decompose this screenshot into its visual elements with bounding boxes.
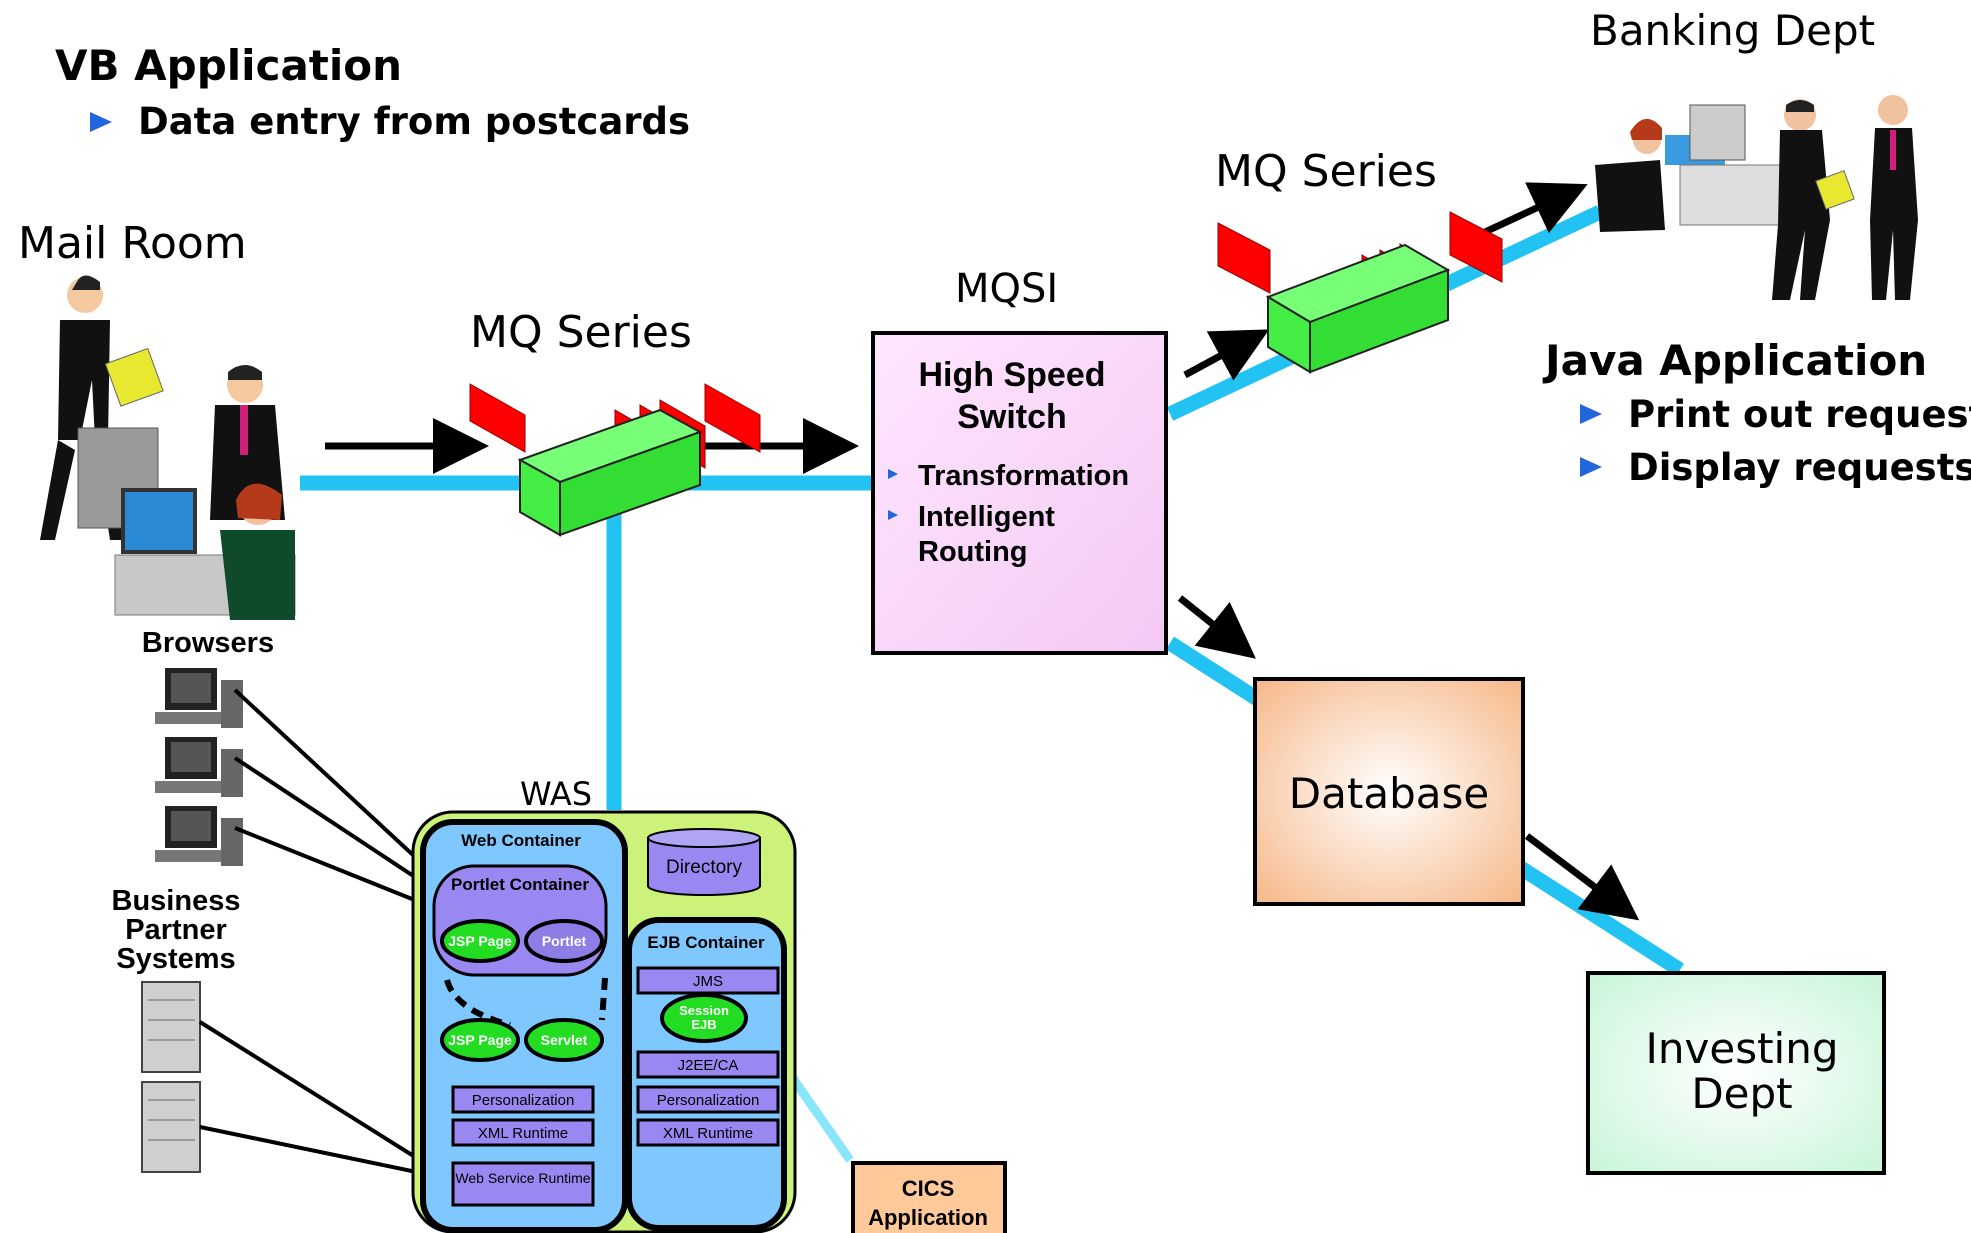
mqsi-item-routing: Routing [918,536,1028,568]
directory-label: Directory [666,857,743,878]
jsp-page-node-2 [440,1018,520,1062]
ejb-xml-runtime-label: XML Runtime [663,1125,753,1142]
mqsi-box [871,331,1168,655]
jsp-page-node [440,919,520,963]
bps-line1: Business [112,885,241,917]
servlet-label: Servlet [541,1032,588,1048]
web-personalization-box [451,1085,595,1114]
portlet-node [524,919,604,963]
bps-line2: Partner [125,914,227,946]
bullet-icon [888,469,898,479]
server-icons [141,981,201,1173]
web-service-runtime-label: Web Service Runtime [455,1170,590,1186]
java-bullet-print: Print out requests [1628,393,1971,436]
investing-dept-line1: Investing [1646,1024,1839,1073]
cics-line2: Application [868,1205,988,1230]
mail-room-people-image [40,275,296,620]
was-label: WAS [520,775,592,813]
jms-box [636,966,780,995]
vb-app-title: VB Application [55,41,402,90]
vb-app-bullet: Data entry from postcards [138,100,690,143]
banking-dept-people-image [1595,95,1918,300]
cics-box [851,1161,1007,1233]
bullet-icon [1580,457,1602,477]
jsp-page-label: JSP Page [448,933,512,949]
computer-icon [155,737,243,797]
investing-dept-box [1586,971,1886,1175]
j2eeca-box [636,1050,780,1079]
investing-dept-line2: Dept [1691,1069,1792,1118]
j2eeca-label: J2EE/CA [678,1057,739,1074]
computer-icon [155,668,243,728]
servlet-node [524,1018,604,1062]
arrow-mq-banking [1483,182,1588,236]
java-bullet-display: Display requests [1628,446,1971,489]
server-icon [141,981,201,1073]
jms-label: JMS [693,973,723,990]
portlet-container-label: Portlet Container [451,875,589,894]
computer-icon [155,806,243,866]
web-xml-runtime-box [451,1118,595,1147]
session-ejb-node [660,993,748,1043]
ejb-personalization-label: Personalization [657,1092,760,1109]
web-xml-runtime-label: XML Runtime [478,1125,568,1142]
arrow-mqsi-database [1177,595,1256,659]
mq-right-label: MQ Series [1215,146,1437,197]
mqsi-title-line2: Switch [957,398,1067,436]
mail-room-label: Mail Room [18,218,247,269]
mqsi-item-intelligent: Intelligent [918,501,1055,533]
server-icon [141,1081,201,1173]
java-app-title: Java Application [1542,336,1927,385]
arrow-mqsi-mq [1183,329,1270,381]
cics-line1: CICS [902,1176,955,1201]
bullet-icon [888,510,898,520]
mqsi-label: MQSI [955,266,1058,312]
bullet-icon [1580,404,1602,424]
browser-computers [155,668,243,866]
mqsi-item-transformation: Transformation [918,460,1129,492]
directory-cylinder [647,828,761,896]
mq-queue-left-icon [469,383,761,537]
portlet-label: Portlet [542,933,587,949]
web-container-label: Web Container [461,831,581,850]
mq-left-label: MQ Series [470,307,692,358]
session-ejb-label-2: EJB [691,1017,716,1032]
bullet-icon [90,112,112,132]
database-box [1253,677,1525,906]
arrow-database-investing [1524,833,1640,921]
ejb-container-label: EJB Container [647,933,765,952]
jsp-page-label-2: JSP Page [448,1032,512,1048]
banking-dept-label: Banking Dept [1590,6,1875,55]
mqsi-title-line1: High Speed [918,356,1105,394]
web-service-runtime-box [451,1161,595,1207]
bps-line3: Systems [116,943,235,975]
browsers-label: Browsers [142,627,274,659]
database-label: Database [1289,769,1489,818]
web-personalization-label: Personalization [472,1092,575,1109]
ejb-personalization-box [636,1085,780,1114]
flow-arrows [325,182,1640,921]
ejb-xml-runtime-box [636,1118,780,1147]
mq-queue-right-icon [1217,211,1503,374]
session-ejb-label-1: Session [679,1003,729,1018]
